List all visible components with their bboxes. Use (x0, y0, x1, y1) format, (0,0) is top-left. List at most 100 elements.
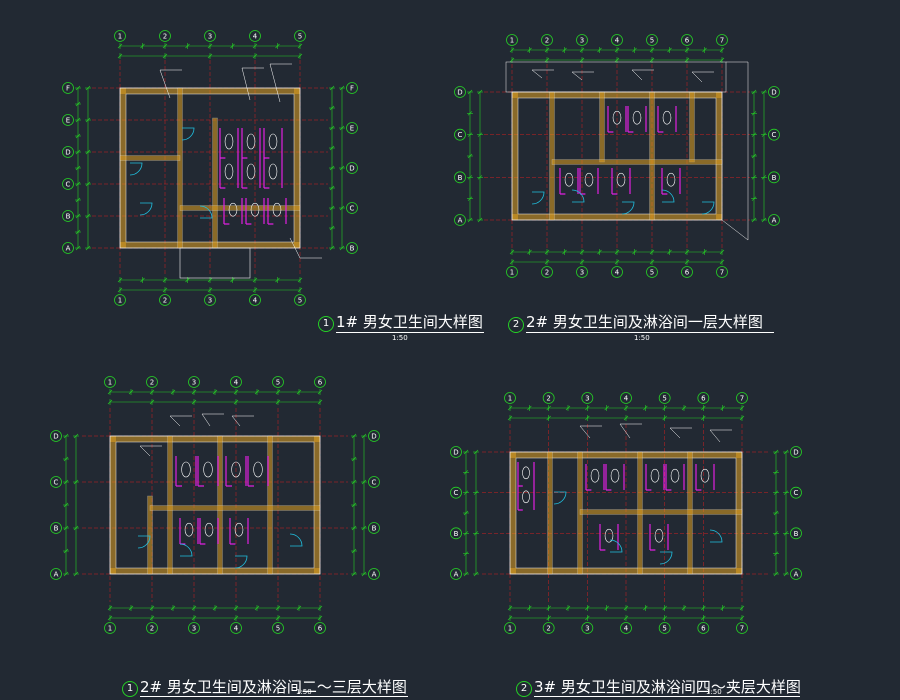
drawing-4-grid-top-2-label: 2 (546, 395, 550, 403)
drawing-4-dim-top-1-slash (739, 405, 745, 411)
drawing-3-grid-left-C-circle (50, 476, 62, 488)
drawing-2-dim-right-1-slash (751, 89, 757, 95)
drawing-3-grid-left-D-circle (50, 430, 62, 442)
drawing-2-stall-bowl (662, 110, 672, 125)
drawing-2-dim-top-1-slash (632, 47, 637, 53)
drawing-3-dim-left-1-slash (63, 571, 69, 577)
drawing-4-grid-bottom-7-label: 7 (740, 625, 744, 633)
drawing-1-grid-right-C-circle (346, 202, 358, 214)
drawing-2-door (701, 201, 715, 215)
drawing-4-dim-bottom-2-slash (739, 615, 745, 621)
drawing-4-grid-right-C-label: C (794, 489, 799, 497)
drawing-3-dim-bottom-1-slash (296, 605, 302, 611)
drawing-4-stall-bowl (670, 468, 680, 483)
drawing-1-dim-left-1-slash (75, 229, 81, 235)
drawing-2-stall-bowl (612, 110, 622, 125)
drawing-3-stall-partition (229, 518, 249, 545)
drawing-4-dim-bottom-1-slash (565, 605, 571, 611)
drawing-4-grid-left-A-circle (450, 568, 462, 580)
drawing-1-dim-top-2-slash (297, 53, 303, 59)
drawing-2-inner-wall-v (649, 91, 655, 221)
drawing-1-stall-bowl (272, 202, 282, 217)
drawing-3-stall-partition (225, 456, 247, 487)
drawing-3-outer-wall-outer (109, 435, 321, 575)
drawing-3-grid-left-A-label: A (54, 571, 59, 579)
drawing-3-grid-top-5-label: 5 (276, 379, 280, 387)
drawing-4-grid-right-D-label: D (793, 449, 798, 457)
drawing-1-grid-top-1-label: 1 (118, 33, 122, 41)
drawing-2-dim-top-2-slash (579, 57, 585, 63)
drawing-3-inner-wall-v (217, 435, 223, 575)
drawing-4-dim-top-2-slash (546, 415, 551, 421)
drawing-4-stall-partition (695, 464, 715, 491)
drawing-1-dim-right-2-slash (339, 205, 345, 211)
drawing-1-title-underline (336, 332, 484, 333)
drawing-3-grid-top-6-circle (314, 376, 326, 388)
drawing-4-grid-top-4-circle (620, 392, 632, 404)
drawing-1-grid-bottom-4-label: 4 (253, 297, 258, 305)
drawing-2-outer-wall-left (512, 92, 518, 220)
drawing-1-dim-top-1-slash (275, 43, 280, 49)
drawing-4-dim-top-1-slash (643, 405, 648, 411)
drawing-2-stall-partition (627, 106, 647, 133)
drawing-4-grid-top-3-circle (581, 392, 594, 404)
drawing-2-dim-right-1-slash (751, 196, 757, 201)
drawing-4-grid-top-1-label: 1 (508, 395, 512, 403)
drawing-3-dim-bottom-1-slash (107, 605, 113, 611)
drawing-4-dim-right-1-slash (773, 510, 779, 516)
drawing-2-grid-left-A-label: A (458, 217, 463, 225)
drawing-4-dim-left-1-slash (463, 449, 469, 455)
drawing-2-dim-bottom-1-slash (597, 249, 602, 255)
drawing-1-dim-right-1-slash (329, 165, 335, 171)
drawing-4-dim-top-2-slash (662, 415, 667, 421)
drawing-4-dim-top-1-slash (701, 405, 706, 411)
drawing-4-dim-left-1-slash (463, 470, 469, 475)
drawing-1-outer-wall-left (120, 88, 126, 248)
drawing-3-grid-top-1-circle (104, 376, 116, 388)
drawing-4-stall-partition (645, 464, 665, 491)
drawing-1-leader (289, 237, 301, 259)
drawing-4-dim-right-1-slash (773, 531, 779, 536)
drawing-4-stall-partition (517, 486, 535, 511)
drawing-4-grid-left-C-label: C (454, 489, 459, 497)
drawing-4-dim-left-1-slash (463, 531, 469, 536)
drawing-3-dim-right-2-slash (361, 571, 367, 577)
drawing-2-grid-top-7-label: 7 (720, 37, 724, 45)
drawing-3-grid-bottom-5-label: 5 (276, 625, 280, 633)
drawing-2-stall-bowl (584, 172, 594, 187)
drawing-1-dim-right-1-slash (329, 245, 335, 251)
drawing-3-dim-right-1-slash (351, 525, 357, 531)
drawing-4-grid-bottom-2-label: 2 (546, 625, 550, 633)
drawing-1-dim-top-2-slash (117, 53, 123, 59)
drawing-3-outer-wall-top (110, 436, 320, 442)
drawing-3-dim-bottom-1-slash (128, 605, 134, 611)
drawing-1-grid-right-F-label: F (350, 85, 354, 93)
drawing-3-grid-top-1-label: 1 (108, 379, 112, 387)
drawing-4-dim-right-2-slash (783, 531, 789, 536)
drawing-2-stall-partition (607, 106, 627, 133)
drawing-1-stall-partition (223, 198, 243, 225)
drawing-4-dim-bottom-2-slash (546, 615, 551, 621)
drawing-1-dim-bottom-2-slash (252, 287, 258, 293)
drawing-2-outer-wall-top (512, 92, 722, 98)
drawing-2-grid-top-5-circle (646, 34, 658, 46)
drawing-2-door (531, 191, 545, 205)
drawing-2-stall-partition (657, 106, 677, 133)
drawing-3-stall-bowl (203, 461, 213, 478)
drawing-1-number: 1 (318, 316, 334, 332)
drawing-4-inner-wall-v (547, 451, 553, 575)
drawing-2-dim-left-2-slash (477, 132, 483, 137)
drawing-2-dim-bottom-1-slash (544, 249, 550, 255)
drawing-4-dim-bottom-1-slash (604, 605, 609, 611)
drawing-3-grid-bottom-6-circle (314, 622, 326, 634)
drawing-4-dim-top-1-slash (720, 405, 725, 411)
drawing-1-dim-left-1-slash (75, 85, 81, 91)
drawing-1-grid-left-A-label: A (66, 245, 71, 253)
drawing-3-dim-top-1-slash (233, 389, 239, 395)
drawing-4-grid-left-B-label: B (454, 530, 459, 538)
drawing-1-inner-wall-h (179, 205, 301, 211)
drawing-1-stall-partition (267, 198, 287, 225)
drawing-3-dim-right-2-slash (361, 525, 367, 531)
drawing-3-inner-wall-v (267, 435, 273, 575)
drawing-3-grid-left-C-label: C (54, 479, 59, 487)
